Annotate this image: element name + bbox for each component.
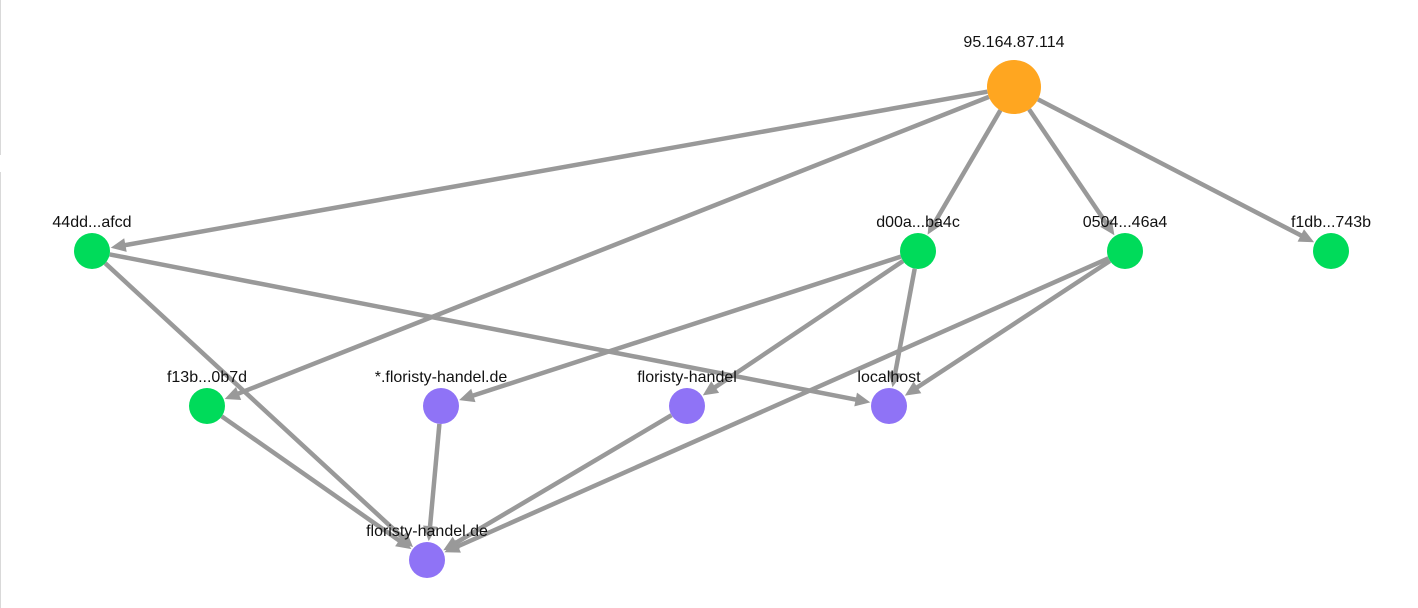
arrowhead-ip-c3 <box>1100 218 1115 236</box>
node-label-d1: *.floristy-handel.de <box>375 369 508 386</box>
edge-d2-d4 <box>453 413 673 546</box>
left-border-bottom <box>0 172 1 608</box>
edge-d1-d4 <box>427 423 442 529</box>
node-domain-d3[interactable] <box>871 388 907 424</box>
node-ip-ip[interactable] <box>987 60 1041 114</box>
left-border-top <box>0 0 1 155</box>
edge-ip-c5 <box>235 94 990 397</box>
node-label-c5: f13b...0b7d <box>167 369 247 386</box>
nodes-layer <box>74 60 1349 578</box>
arrowhead-ip-c2 <box>927 218 942 235</box>
edge-c5-d4 <box>220 414 403 544</box>
node-certificate-c1[interactable] <box>74 233 110 269</box>
arrowhead-c3-d3 <box>904 381 922 396</box>
edges-layer <box>103 89 1315 553</box>
node-label-d2: floristy-handel <box>637 369 737 386</box>
edge-c1-d4 <box>103 261 406 540</box>
edge-ip-c4 <box>1036 97 1304 239</box>
arrowhead-c2-d1 <box>459 388 476 403</box>
arrowhead-ip-c4 <box>1297 229 1315 243</box>
node-label-c4: f1db...743b <box>1291 214 1371 231</box>
node-domain-d2[interactable] <box>669 388 705 424</box>
labels-layer: 95.164.87.114 44dd...afcd d00a...ba4c 0504.… <box>52 34 1371 540</box>
edge-ip-c1 <box>123 89 988 248</box>
arrowhead-d1-d4 <box>423 525 437 542</box>
node-certificate-c4[interactable] <box>1313 233 1349 269</box>
edge-c3-d4 <box>455 256 1110 550</box>
arrowhead-c5-d4 <box>395 534 412 550</box>
arrowhead-c2-d3 <box>888 371 903 388</box>
node-certificate-c3[interactable] <box>1107 233 1143 269</box>
node-certificate-c5[interactable] <box>189 388 225 424</box>
arrowhead-c1-d3 <box>854 392 871 407</box>
node-label-c1: 44dd...afcd <box>52 214 131 231</box>
edge-c3-d3 <box>914 259 1112 391</box>
edge-ip-c2 <box>932 109 1003 225</box>
node-domain-d1[interactable] <box>423 388 459 424</box>
arrowhead-c2-d2 <box>702 381 720 396</box>
arrowhead-d2-d4 <box>443 536 460 551</box>
edge-ip-c3 <box>1027 108 1109 226</box>
node-label-d3: localhost <box>857 369 921 386</box>
node-label-ip: 95.164.87.114 <box>963 34 1064 51</box>
node-label-d4: floristy-handel.de <box>366 523 488 540</box>
arrowhead-ip-c5 <box>224 387 242 400</box>
node-certificate-c2[interactable] <box>900 233 936 269</box>
arrowhead-ip-c1 <box>110 238 127 252</box>
node-label-c3: 0504...46a4 <box>1083 214 1168 231</box>
edge-c2-d3 <box>892 268 917 375</box>
edge-c2-d2 <box>712 259 905 391</box>
edge-c2-d1 <box>470 254 902 399</box>
node-label-c2: d00a...ba4c <box>876 214 960 231</box>
node-domain-d4[interactable] <box>409 542 445 578</box>
